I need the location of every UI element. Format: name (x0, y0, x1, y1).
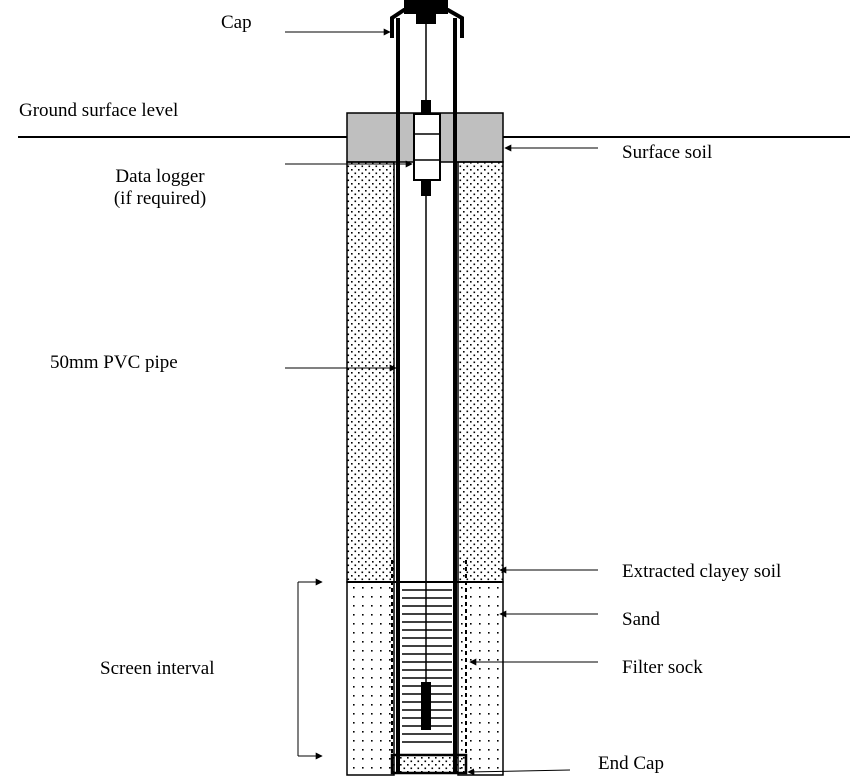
top-cap (390, 0, 464, 38)
data-logger-label: Data logger (if required) (90, 166, 230, 210)
extracted-clayey-soil-label: Extracted clayey soil (622, 561, 782, 582)
pointer-arrows (285, 28, 598, 776)
end-cap-label: End Cap (598, 753, 664, 774)
sand-label: Sand (622, 609, 660, 630)
data-logger-assembly (413, 24, 441, 730)
surface-soil-label: Surface soil (622, 142, 713, 163)
pvc-pipe-label: 50mm PVC pipe (50, 352, 178, 373)
screen-interval-bracket (297, 578, 323, 760)
end-cap-arrow (467, 768, 571, 776)
screen-slots (402, 589, 452, 743)
cap-label: Cap (221, 12, 252, 33)
pvc-pipe (396, 18, 457, 772)
data-logger-label-line2: (if required) (113, 188, 207, 209)
ground-surface-label: Ground surface level (19, 100, 179, 121)
screen-interval-label: Screen interval (100, 658, 215, 679)
data-logger-label-line1: Data logger (115, 166, 205, 187)
filter-sock (391, 560, 467, 770)
filter-sock-label: Filter sock (622, 657, 703, 678)
extracted-clayey-soil-layer (346, 161, 504, 583)
end-cap (390, 753, 468, 775)
